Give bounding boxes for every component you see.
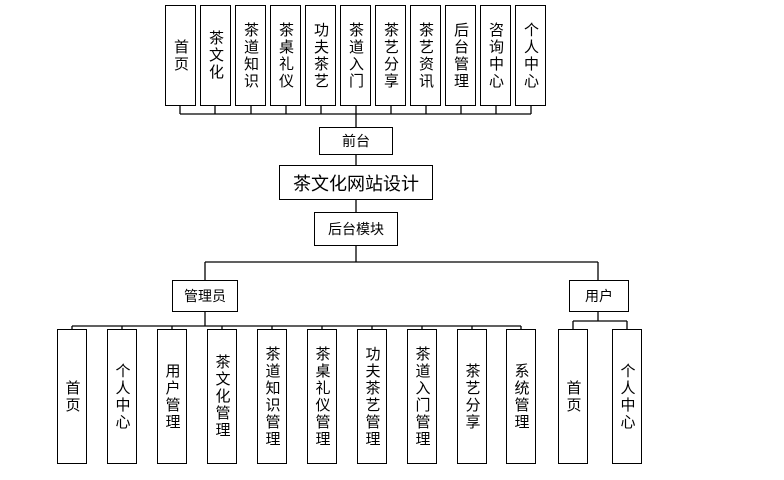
admin-module-tea-knowledge-mgmt: 茶道知识管理 (257, 329, 287, 464)
admin-module-tea-etiquette-mgmt: 茶桌礼仪管理 (307, 329, 337, 464)
system-title-node: 茶文化网站设计 (279, 165, 433, 200)
frontend-page-admin: 后台管理 (445, 5, 476, 106)
admin-module-tea-culture-mgmt: 茶文化管理 (207, 329, 237, 464)
frontend-page-home: 首页 (165, 5, 196, 106)
user-module-personal: 个人中心 (612, 329, 642, 464)
frontend-page-tea-news: 茶艺资讯 (410, 5, 441, 106)
admin-module-personal: 个人中心 (107, 329, 137, 464)
admin-module-system-mgmt: 系统管理 (506, 329, 536, 464)
frontend-page-tea-culture: 茶文化 (200, 5, 231, 106)
admin-node: 管理员 (172, 280, 238, 312)
frontend-page-kungfu-tea: 功夫茶艺 (305, 5, 336, 106)
backend-node: 后台模块 (314, 212, 398, 246)
frontend-page-tea-share: 茶艺分享 (375, 5, 406, 106)
frontend-page-tea-intro: 茶道入门 (340, 5, 371, 106)
user-module-home: 首页 (558, 329, 588, 464)
admin-module-home: 首页 (57, 329, 87, 464)
frontend-page-personal: 个人中心 (515, 5, 546, 106)
frontend-page-tea-knowledge: 茶道知识 (235, 5, 266, 106)
frontend-page-tea-etiquette: 茶桌礼仪 (270, 5, 301, 106)
admin-module-kungfu-tea-mgmt: 功夫茶艺管理 (357, 329, 387, 464)
user-node: 用户 (569, 280, 629, 312)
admin-module-tea-share: 茶艺分享 (457, 329, 487, 464)
frontend-page-consult: 咨询中心 (480, 5, 511, 106)
frontend-node: 前台 (319, 127, 393, 155)
admin-module-tea-intro-mgmt: 茶道入门管理 (407, 329, 437, 464)
admin-module-user-mgmt: 用户管理 (157, 329, 187, 464)
